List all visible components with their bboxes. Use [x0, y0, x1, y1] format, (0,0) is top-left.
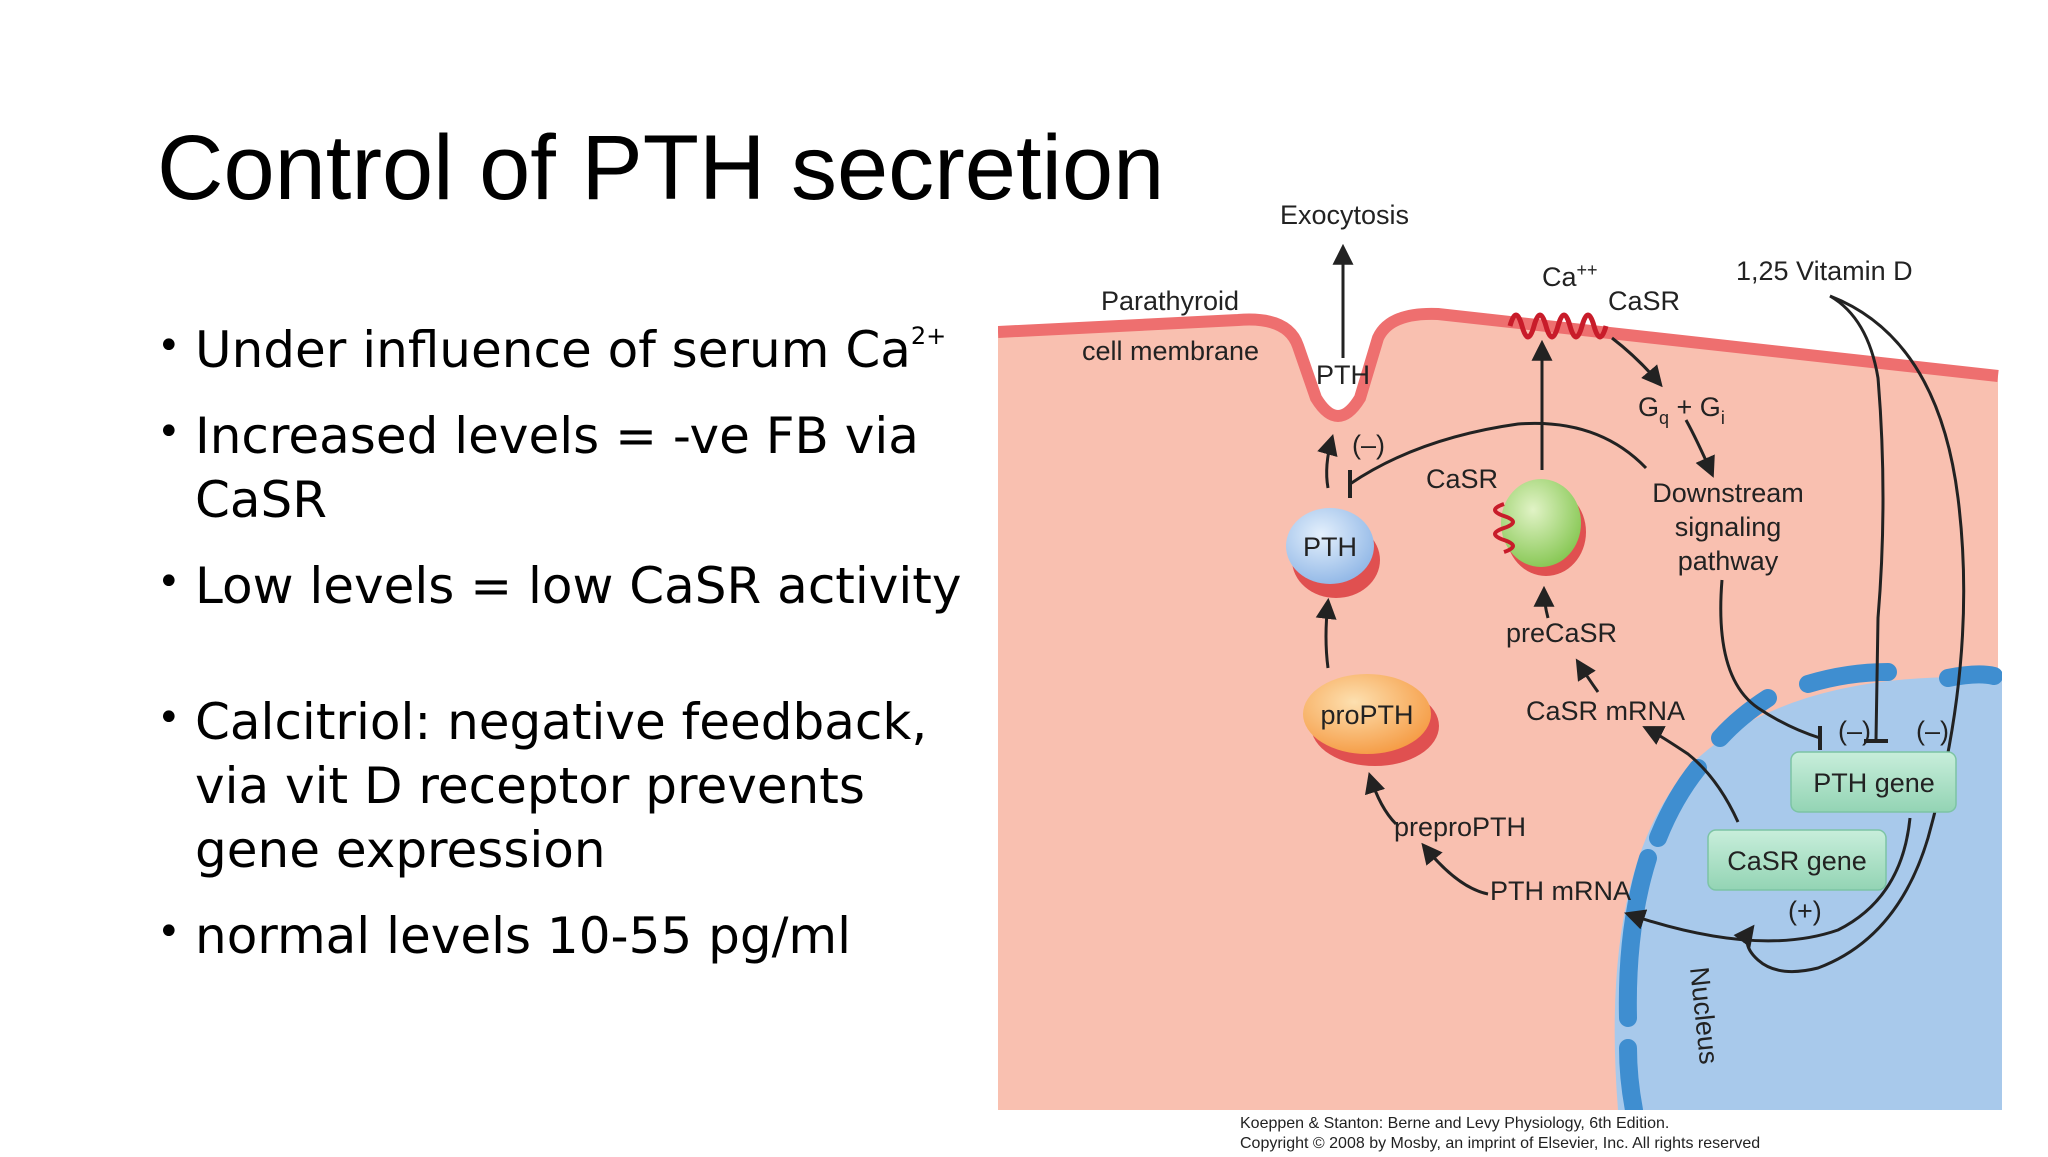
casr-to-gq-arrow: [1611, 336, 1663, 388]
stimulate-label: (+): [1788, 896, 1822, 926]
casr-gene-to-mrna-arrow: [1642, 726, 1740, 823]
casr-receptor-membrane: [1507, 312, 1609, 340]
casrmrna-to-precasr-arrow: [1575, 658, 1600, 693]
inhibit-gene-label-1: (–): [1838, 716, 1871, 746]
nuclear-envelope: [1618, 663, 2002, 1110]
bullet-item: Under influence of serum Ca2+: [157, 314, 997, 382]
downstream-label-line1: Downstream: [1652, 478, 1804, 508]
gi-subscript: i: [1721, 408, 1725, 428]
propth-vesicle: [1303, 674, 1431, 754]
vitamin-d-loop: [1733, 294, 1966, 974]
gq-subscript: q: [1659, 408, 1669, 428]
downstream-label-line2: signaling: [1675, 512, 1782, 542]
casr-vesicle-label: CaSR: [1426, 464, 1498, 494]
parathyroid-label: Parathyroid: [1101, 286, 1239, 316]
pth-mrna-label: PTH mRNA: [1490, 876, 1631, 906]
g-protein-label: Gq + Gi: [1638, 392, 1725, 428]
ca-label: Ca++: [1542, 260, 1598, 292]
pth-gene-box: [1790, 751, 1957, 813]
vitamin-d-line: [1829, 294, 1885, 741]
precasr-to-casr-arrow: [1533, 585, 1555, 619]
gq-text: G: [1638, 392, 1659, 422]
slide-title: Control of PTH secretion: [157, 117, 1165, 219]
precasr-label: preCaSR: [1506, 618, 1617, 648]
casr-receptor-vesicle: [1493, 502, 1515, 554]
pth-regulation-figure: Exocytosis Parathyroid cell membrane PTH…: [997, 198, 2002, 1152]
figure-credit-line2: Copyright © 2008 by Mosby, an imprint of…: [1240, 1135, 1760, 1152]
bullet-list: Under influence of serum Ca2+ Increased …: [157, 314, 997, 990]
ca-superscript: ++: [1577, 260, 1598, 280]
downstream-to-pth-gene-line: [1719, 579, 1821, 740]
pth-vesicle-label: PTH: [1303, 532, 1357, 562]
pth-to-membrane-arrow: [1317, 433, 1338, 489]
bullet-item: normal levels 10-55 pg/ml: [157, 900, 997, 968]
bullet-text: Increased levels = -ve FB via CaSR: [195, 407, 919, 529]
exocytosis-label: Exocytosis: [1280, 200, 1409, 230]
figure-credit-line1: Koeppen & Stanton: Berne and Levy Physio…: [1240, 1115, 1669, 1132]
cell-membrane-label: cell membrane: [1082, 336, 1259, 366]
bullet-text: Under influence of serum Ca: [195, 321, 911, 379]
propth-label: proPTH: [1320, 700, 1413, 730]
bullet-item: Calcitriol: negative feedback, via vit D…: [157, 686, 997, 882]
vitamin-d-label: 1,25 Vitamin D: [1736, 256, 1913, 286]
pth-gene-label: PTH gene: [1813, 768, 1935, 798]
inhibit-gene-label-2: (–): [1916, 716, 1949, 746]
casr-gene-label: CaSR gene: [1727, 846, 1867, 876]
pth-vesicle: [1286, 508, 1374, 584]
casr-gene-box: [1707, 829, 1887, 891]
bullet-text: Low levels = low CaSR activity: [195, 557, 962, 615]
pth-regulation-diagram: Exocytosis Parathyroid cell membrane PTH…: [997, 200, 2002, 1152]
pth-gene-to-mrna-arrow: [1624, 817, 1912, 943]
casr-membrane-label: CaSR: [1608, 286, 1680, 316]
secreted-pth-label: PTH: [1316, 360, 1370, 390]
mrna-to-prepropth-arrow: [1421, 842, 1489, 896]
propth-to-pth-arrow: [1315, 597, 1337, 669]
plus-g-text: + G: [1669, 392, 1721, 422]
bullet-text: normal levels 10-55 pg/ml: [195, 907, 852, 965]
bullet-item: Increased levels = -ve FB via CaSR: [157, 400, 955, 532]
prepropth-to-propth-arrow: [1364, 771, 1398, 826]
bullet-item: Low levels = low CaSR activity: [157, 550, 997, 618]
casr-inhibition-line: [1349, 421, 1648, 486]
bullet-superscript: 2+: [910, 322, 947, 350]
ca-text: Ca: [1542, 262, 1577, 292]
prepropth-label: preproPTH: [1394, 812, 1526, 842]
casr-mrna-label: CaSR mRNA: [1526, 696, 1685, 726]
gq-to-downstream-arrow: [1684, 419, 1715, 478]
inhibit-pth-label: (–): [1352, 430, 1385, 460]
casr-vesicle: [1501, 479, 1581, 567]
cell-membrane-line: [997, 307, 1999, 422]
bullet-text: Calcitriol: negative feedback, via vit D…: [195, 693, 928, 879]
downstream-label-line3: pathway: [1678, 546, 1779, 576]
